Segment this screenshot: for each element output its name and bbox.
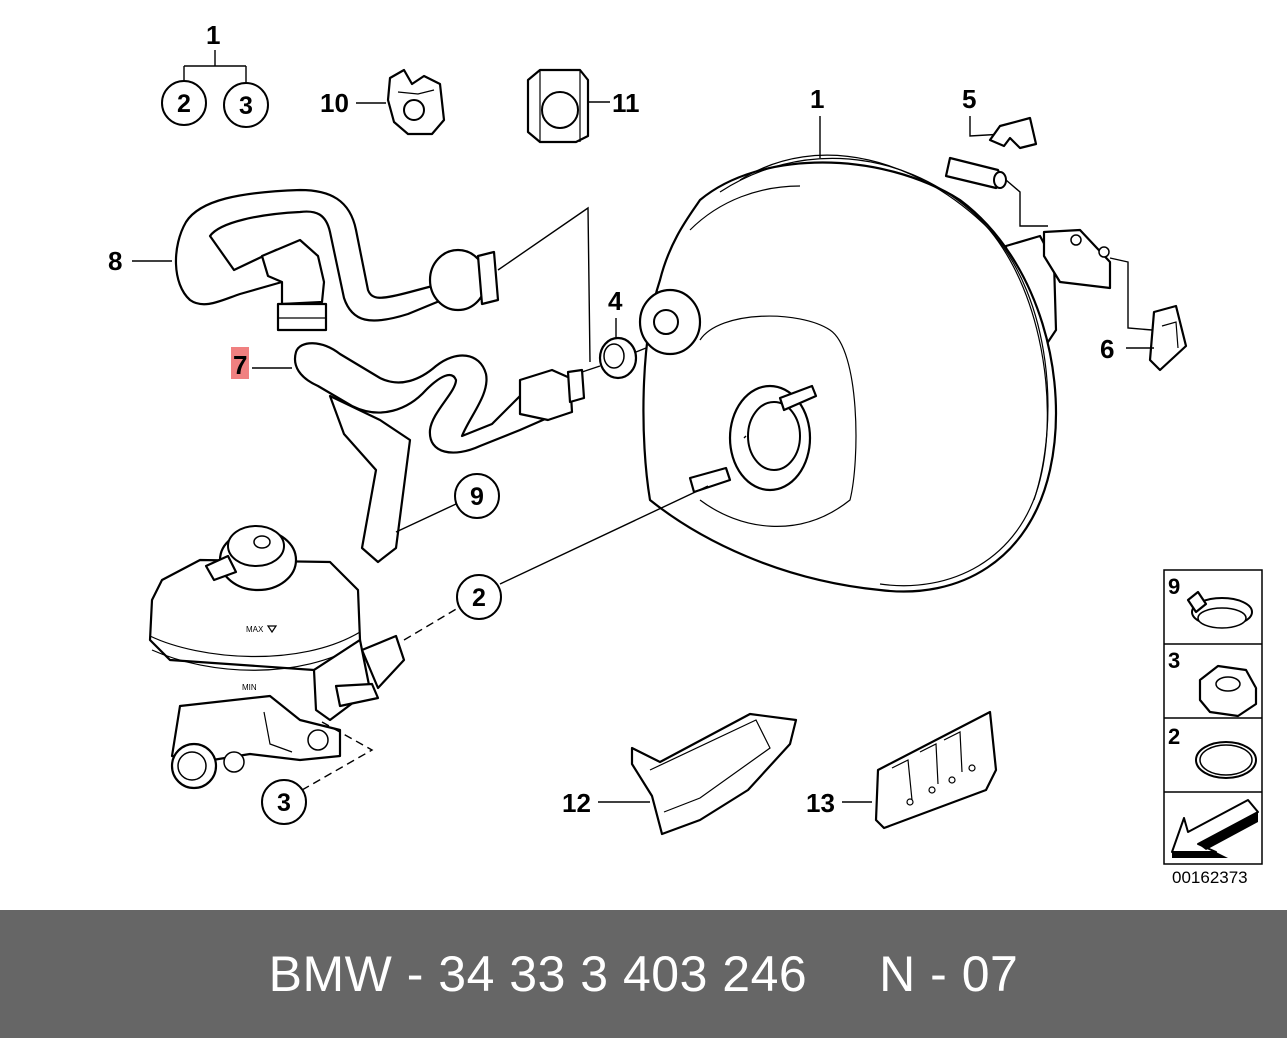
callout-3-circle <box>223 82 269 128</box>
reservoir-min-label: MIN <box>242 683 257 692</box>
part-12-heat-shield: 12 <box>562 712 798 836</box>
callout-1-top: 1 <box>206 20 220 50</box>
callout-3-low-group: 3 <box>261 721 374 825</box>
callout-8: 8 <box>108 246 122 276</box>
legend-number-2: 2 <box>1168 724 1180 749</box>
callout-2-mid-circle <box>456 574 502 620</box>
callout-1-booster: 1 <box>810 84 824 114</box>
callout-10: 10 <box>320 88 349 118</box>
part-4-grommet: 4 <box>581 286 657 380</box>
callout-9-circle <box>454 473 500 519</box>
part-7-vacuum-hose: 7 <box>231 342 586 564</box>
callout-5: 5 <box>962 84 976 114</box>
legend-row-arrow <box>1171 799 1259 858</box>
diagram-number: 00162373 <box>1172 868 1248 887</box>
part-1-brake-booster: 1 <box>638 84 1058 593</box>
legend-row-9: 9 <box>1168 574 1253 629</box>
callout-2-circle <box>161 80 207 126</box>
hardware-legend: 9 3 2 <box>1163 569 1263 865</box>
callout-13: 13 <box>806 788 835 818</box>
callout-2-mid-group: 2 <box>403 485 709 641</box>
callout-4: 4 <box>608 286 623 316</box>
part-number-caption: BMW - 34 33 3 403 246 N - 07 <box>268 946 1019 1002</box>
callout-2-top: 2 <box>177 90 191 118</box>
parts-diagram: 1 2 3 10 11 8 7 <box>108 20 1263 887</box>
o-ring-icon <box>1195 741 1257 779</box>
hex-nut-icon <box>1198 664 1258 718</box>
callout-11: 11 <box>612 88 640 118</box>
part-8-vacuum-hose: 8 <box>108 188 591 363</box>
hose-clamp-icon <box>1186 590 1253 629</box>
part-13-bracket: 13 <box>806 710 998 830</box>
legend-row-2: 2 <box>1168 724 1257 779</box>
reservoir-max-label: MAX <box>246 625 264 634</box>
callout-7: 7 <box>233 350 247 380</box>
callout-3-low: 3 <box>277 789 291 817</box>
callout-3-top: 3 <box>239 92 253 120</box>
callout-6: 6 <box>1100 334 1114 364</box>
part-10-clip: 10 <box>320 68 446 136</box>
diagram-canvas: 1 2 3 10 11 8 7 <box>108 20 1263 865</box>
callout-group-1: 1 2 3 <box>161 20 269 128</box>
legend-row-3: 3 <box>1168 648 1258 718</box>
callout-9-group: 9 <box>395 473 500 533</box>
part-11-grommet: 11 <box>526 68 640 144</box>
master-cylinder-reservoir: MAX MIN <box>148 525 406 790</box>
callout-2-mid: 2 <box>472 584 486 612</box>
callout-3-low-circle <box>261 779 307 825</box>
part-6-clip: 6 <box>1100 257 1188 372</box>
callout-9: 9 <box>470 483 484 511</box>
callout-7-highlight <box>231 347 249 379</box>
footer-bar: BMW - 34 33 3 403 246 N - 07 <box>0 910 1287 1038</box>
legend-number-3: 3 <box>1168 648 1180 673</box>
legend-number-9: 9 <box>1168 574 1180 599</box>
part-5-pin-bracket: 5 <box>944 84 1112 290</box>
callout-12: 12 <box>562 788 591 818</box>
direction-arrow-icon <box>1171 799 1259 858</box>
